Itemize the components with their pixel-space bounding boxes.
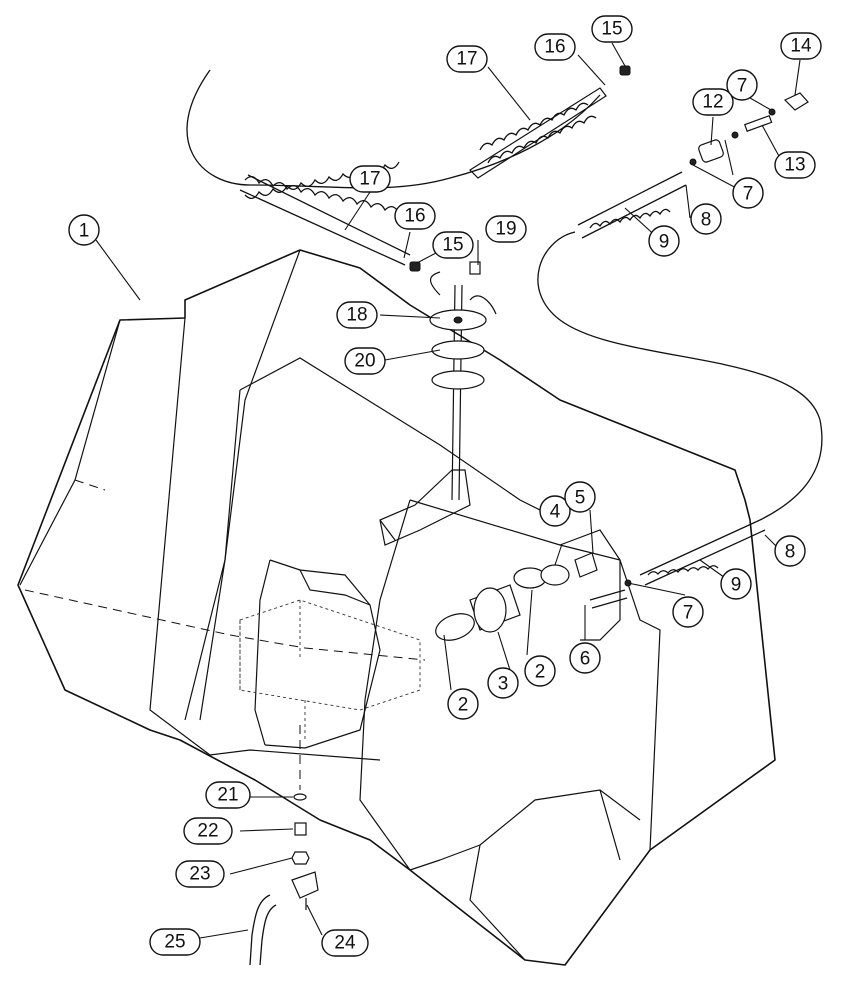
callout-25: 25: [149, 928, 201, 956]
callout-label: 24: [334, 933, 356, 954]
callout-4: 4: [539, 495, 571, 527]
callout-label: 7: [737, 76, 748, 97]
callout-18: 18: [336, 301, 378, 329]
callout-17-top: 17: [446, 45, 488, 73]
clamps-15: [409, 65, 631, 272]
callout-label: 16: [404, 206, 425, 227]
callout-8-top: 8: [690, 203, 722, 235]
callout-12: 12: [692, 88, 734, 116]
callout-label: 13: [784, 155, 805, 176]
callout-label: 19: [495, 219, 516, 240]
callout-1: 1: [68, 214, 100, 246]
callout-9-bottom: 9: [720, 568, 752, 600]
callout-22: 22: [183, 817, 233, 845]
callout-20: 20: [344, 347, 386, 375]
callout-label: 5: [575, 488, 586, 509]
supply-hose: [537, 171, 823, 586]
return-hose: [186, 69, 607, 266]
callout-label: 6: [580, 649, 591, 670]
callout-label: 15: [601, 19, 622, 40]
callout-label: 9: [731, 575, 742, 596]
callout-label: 17: [359, 169, 380, 190]
callout-label: 20: [354, 351, 375, 372]
callout-19: 19: [485, 215, 527, 243]
callout-label: 14: [790, 36, 812, 57]
callout-label: 21: [217, 785, 238, 806]
leader-lines: [95, 42, 801, 939]
callout-label: 7: [683, 603, 694, 624]
outlet-fittings: [435, 552, 632, 641]
callout-2-left: 2: [447, 688, 479, 720]
sender-unit: [379, 261, 497, 546]
callout-15-top: 15: [591, 15, 633, 43]
callout-label: 4: [550, 502, 561, 523]
callout-5: 5: [564, 481, 596, 513]
callout-17-lower: 17: [349, 165, 391, 193]
callout-2-right: 2: [524, 655, 556, 687]
callout-label: 18: [346, 305, 367, 326]
callout-9-top: 9: [648, 225, 680, 257]
callout-label: 3: [498, 674, 509, 695]
fuel-tank: [17, 249, 776, 966]
callout-label: 8: [785, 542, 796, 563]
callout-label: 8: [701, 210, 712, 231]
callout-16-lower: 16: [394, 202, 436, 230]
callout-label: 16: [544, 37, 565, 58]
callout-7-top: 7: [726, 69, 758, 101]
callout-label: 2: [535, 662, 546, 683]
callout-14: 14: [780, 32, 822, 60]
callout-6: 6: [569, 642, 601, 674]
fittings-top-right: [689, 92, 809, 166]
callout-7-middle: 7: [732, 177, 764, 209]
callout-label: 9: [659, 232, 670, 253]
callout-label: 7: [743, 184, 754, 205]
callout-label: 15: [442, 235, 463, 256]
callout-7-bottom: 7: [672, 596, 704, 628]
callout-label: 25: [164, 932, 185, 953]
callout-label: 17: [456, 49, 477, 70]
callout-24: 24: [321, 929, 369, 957]
callout-label: 23: [189, 864, 210, 885]
callout-13: 13: [774, 151, 816, 179]
callout-3: 3: [487, 667, 519, 699]
callout-label: 22: [197, 821, 218, 842]
callout-label: 1: [79, 221, 90, 242]
callout-label: 12: [702, 92, 723, 113]
callout-8-bottom: 8: [774, 535, 806, 567]
callout-label: 2: [458, 695, 469, 716]
callout-15-lower: 15: [432, 231, 474, 259]
sleeve-17-upper: [479, 102, 597, 164]
drain-parts: [249, 725, 319, 966]
callout-16-top: 16: [534, 33, 576, 61]
callout-23: 23: [175, 860, 225, 888]
callout-21: 21: [205, 781, 251, 809]
